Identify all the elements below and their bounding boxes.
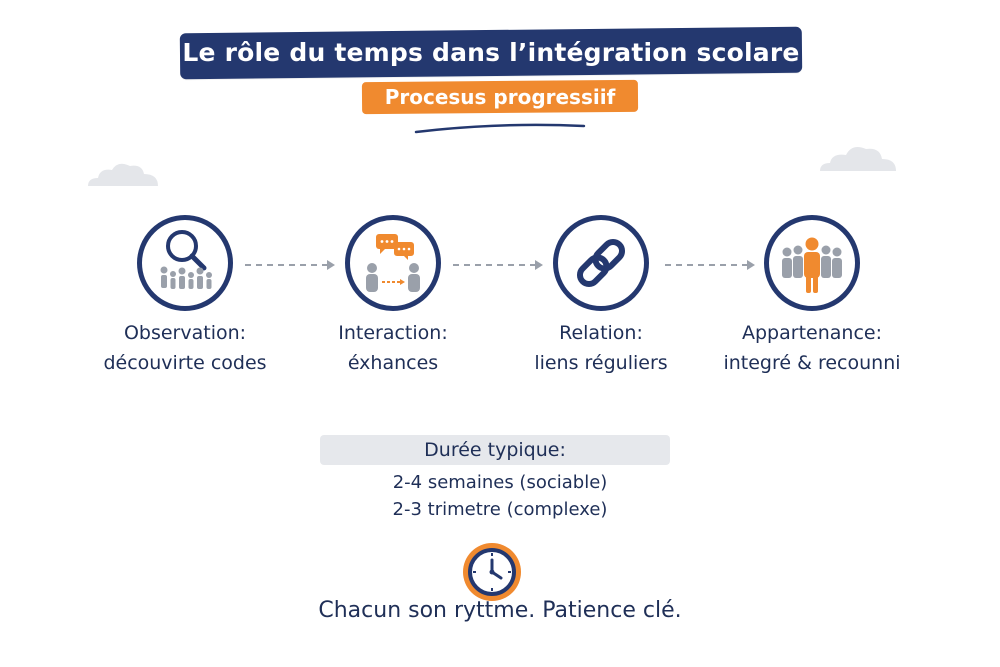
clock-icon [463, 543, 521, 601]
step-title: Observation: [123, 322, 247, 344]
footer-message: Chacun son ryttme. Patience clé. [318, 598, 682, 623]
dashed-arrow-icon [665, 260, 755, 270]
step-appartenance-circle [764, 215, 860, 311]
page-title: Le rôle du temps dans l’intégration scol… [182, 38, 800, 67]
cloud-icon [820, 147, 896, 171]
duration-title-bar [320, 435, 670, 465]
dashed-arrow-icon [245, 260, 335, 270]
duration-line-1: 2-4 semaines (sociable) [392, 472, 608, 493]
step-observation-label: Observation: découvirte codes [75, 318, 295, 378]
step-title: Appartenance: [742, 322, 882, 344]
step-interaction-label: Interaction: éxhances [283, 318, 503, 378]
step-description: découvirte codes [103, 352, 267, 374]
step-description: liens réguliers [534, 352, 668, 374]
step-description: integré & recounni [723, 352, 901, 374]
step-description: éxhances [347, 352, 439, 374]
group-highlight-icon [782, 237, 842, 293]
step-title: Interaction: [338, 322, 448, 344]
step-relation-circle [553, 215, 649, 311]
page-subtitle: Procesus progressiif [384, 85, 616, 109]
decorative-underline [414, 123, 586, 134]
chat-people-icon [366, 234, 420, 292]
dashed-arrow-icon [453, 260, 543, 270]
duration-title: Durée typique: [424, 439, 566, 461]
step-interaction-circle [345, 215, 441, 311]
step-appartenance-label: Appartenance: integré & recounni [702, 318, 922, 378]
cloud-icon [88, 163, 158, 186]
step-relation-label: Relation: liens réguliers [491, 318, 711, 378]
magnifier-people-icon [160, 230, 212, 289]
duration-line-2: 2-3 trimetre (complexe) [392, 499, 608, 520]
chain-link-icon [576, 238, 626, 288]
step-title: Relation: [559, 322, 643, 344]
step-observation-circle [137, 215, 233, 311]
